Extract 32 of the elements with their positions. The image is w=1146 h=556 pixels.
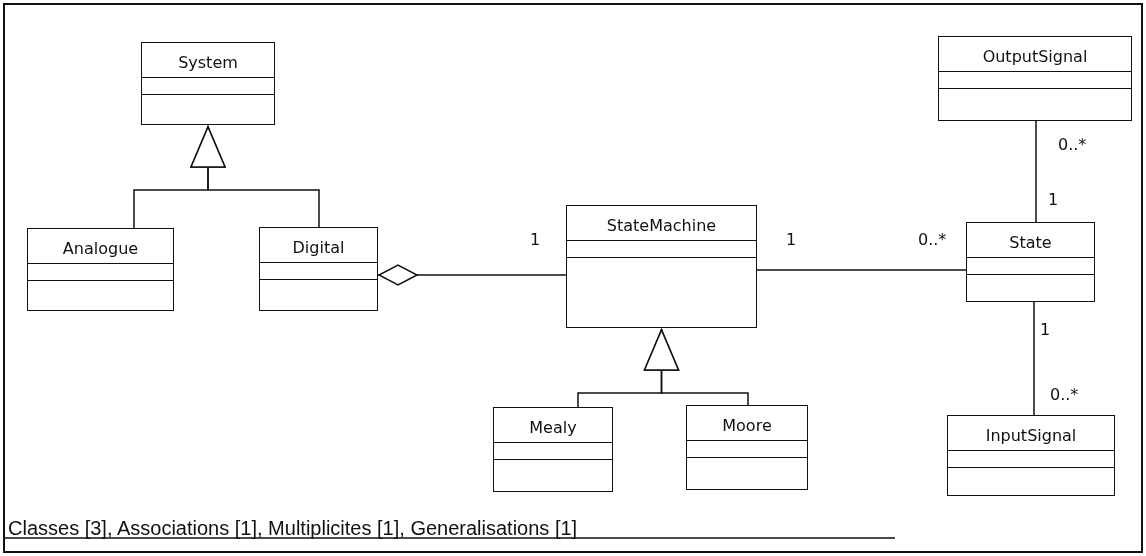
multiplicity-label: 0..*: [1050, 385, 1079, 404]
class-name: InputSignal: [984, 425, 1078, 447]
association-line: [1035, 120, 1037, 223]
class-box: [947, 415, 1115, 496]
class-box: [141, 42, 275, 125]
class-name: Mealy: [528, 417, 578, 439]
association-line: [756, 269, 967, 271]
multiplicity-label: 0..*: [1058, 135, 1087, 154]
class-name: Moore: [721, 415, 773, 437]
class-name: State: [1008, 232, 1053, 254]
class-box: [493, 407, 613, 492]
class-name: Analogue: [61, 238, 140, 260]
class-box: [686, 405, 808, 490]
aggregation-line: [377, 264, 567, 286]
class-box: [566, 205, 757, 328]
multiplicity-label: 1: [1040, 320, 1051, 339]
generalization-arrow: [643, 328, 749, 406]
class-name: StateMachine: [605, 215, 718, 237]
multiplicity-label: 0..*: [918, 230, 947, 249]
class-box: [938, 36, 1132, 121]
multiplicity-label: 1: [786, 230, 797, 249]
class-box: [966, 222, 1095, 302]
multiplicity-label: 1: [1048, 190, 1059, 209]
generalization-arrow: [190, 125, 320, 228]
class-box: [27, 228, 174, 311]
class-box: [259, 227, 378, 311]
class-name: System: [177, 52, 239, 74]
multiplicity-label: 1: [530, 230, 541, 249]
class-name: OutputSignal: [981, 46, 1089, 68]
score-note: Classes [3], Associations [1], Multiplicites [1], Generalisations [1]: [8, 517, 578, 540]
class-name: Digital: [291, 237, 346, 259]
association-line: [1033, 301, 1035, 416]
